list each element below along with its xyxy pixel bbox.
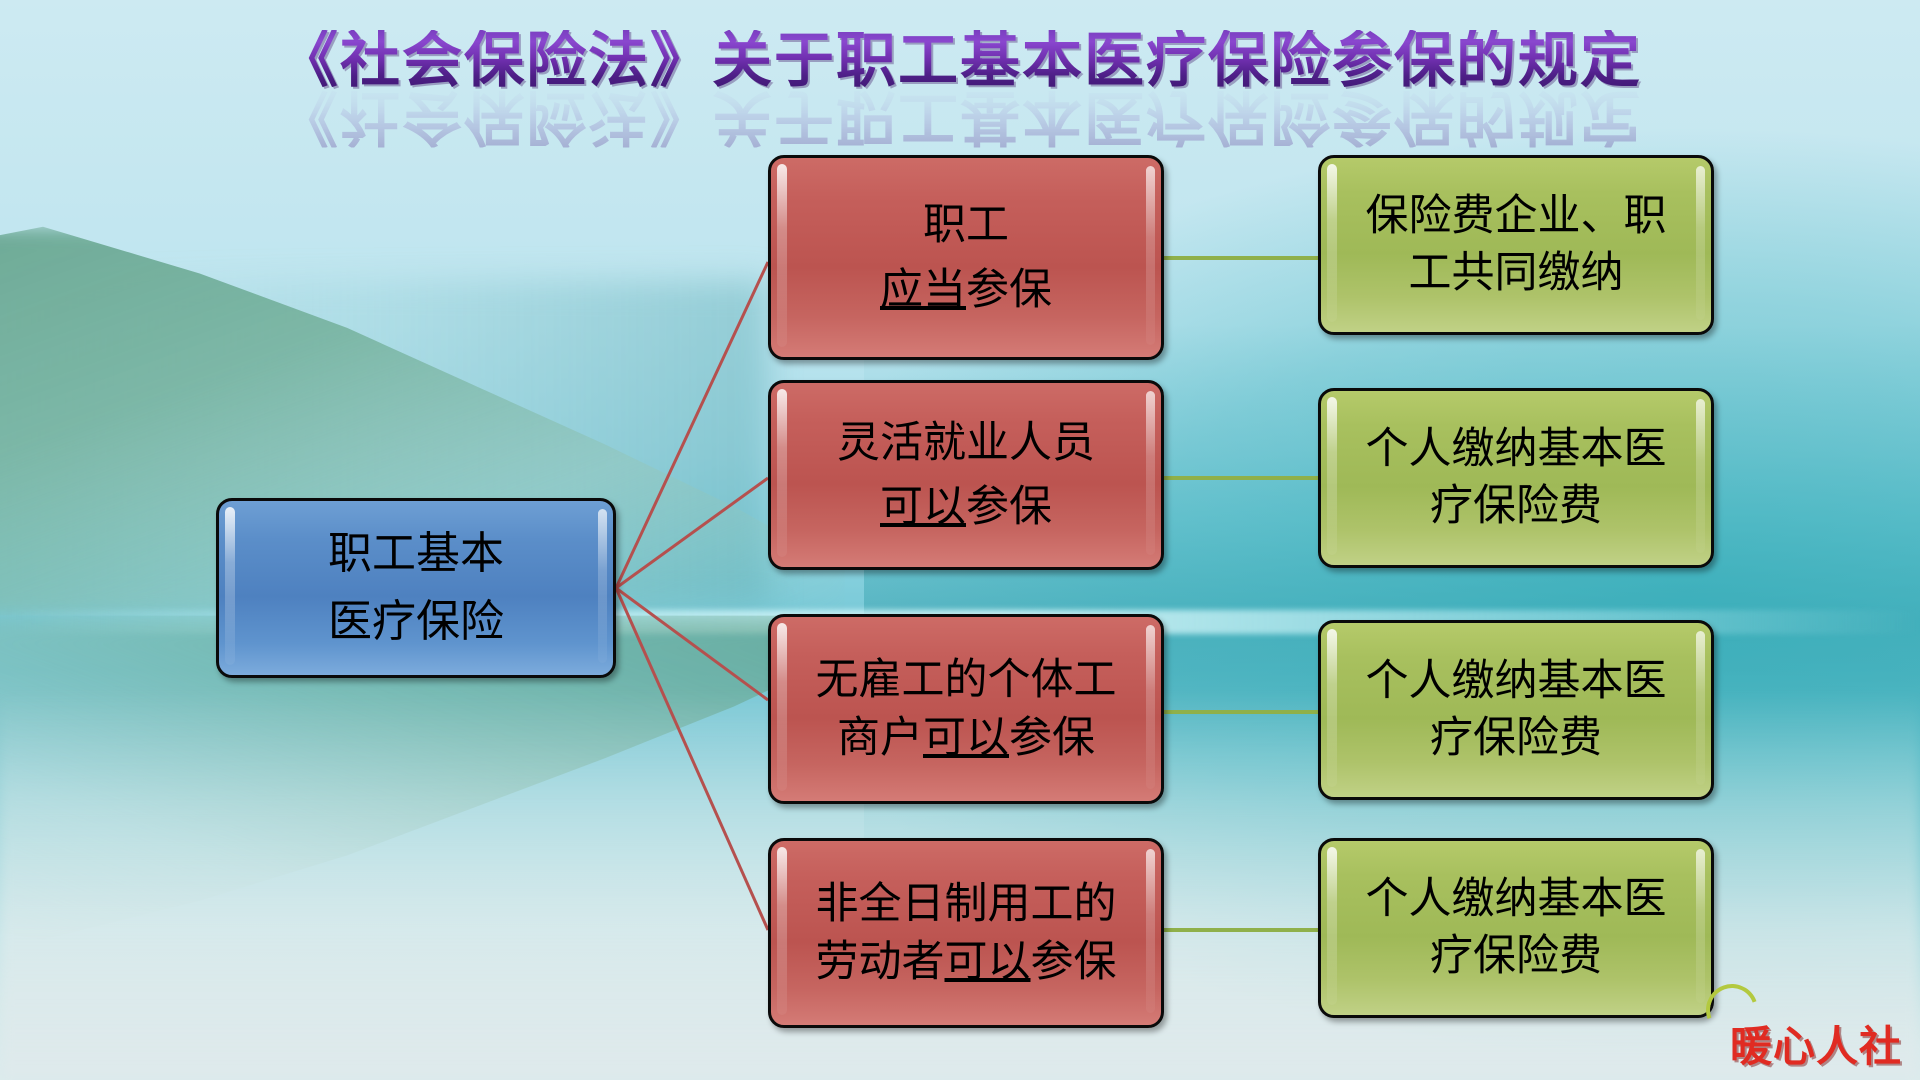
condition-node-1-line-2: 应当参保 xyxy=(880,258,1052,323)
condition-node-4-line-2-pre: 劳动者 xyxy=(815,938,945,986)
connector-root-to-condition-4 xyxy=(614,587,770,931)
root-node-line-1: 职工基本 xyxy=(328,528,504,578)
root-node-employee-basic-medical-insurance[interactable]: 职工基本 医疗保险 xyxy=(216,498,616,678)
condition-node-3-line-2: 商户可以参保 xyxy=(837,709,1095,767)
condition-node-2-line-1: 灵活就业人员 xyxy=(837,418,1095,467)
watermark-text: 暖心人社 xyxy=(1729,1025,1902,1071)
result-node-2-line-2: 疗保险费 xyxy=(1430,482,1602,530)
condition-node-2-line-2: 可以参保 xyxy=(880,475,1052,540)
condition-node-1-line-2-underlined: 应当 xyxy=(880,265,966,314)
condition-node-4-line-1: 非全日制用工的 xyxy=(815,879,1117,928)
watermark: 暖心人社 xyxy=(1697,975,1902,1074)
condition-node-2[interactable]: 灵活就业人员 可以参保 xyxy=(768,380,1164,570)
condition-node-4[interactable]: 非全日制用工的 劳动者可以参保 xyxy=(768,838,1164,1028)
condition-node-1[interactable]: 职工 应当参保 xyxy=(768,155,1164,360)
result-node-3-line-2: 疗保险费 xyxy=(1430,714,1602,762)
condition-node-2-line-2-underlined: 可以 xyxy=(880,483,966,531)
connector-root-to-condition-3 xyxy=(615,586,769,702)
root-node-line-2: 医疗保险 xyxy=(328,597,504,646)
condition-node-1-line-1: 职工 xyxy=(923,201,1009,249)
connector-group-red xyxy=(614,261,770,931)
condition-node-4-line-2-post: 参保 xyxy=(1030,938,1117,986)
condition-node-4-line-2-underlined: 可以 xyxy=(944,938,1031,986)
result-node-4-line-1: 个人缴纳基本医 xyxy=(1365,875,1667,924)
connector-root-to-condition-2 xyxy=(615,476,769,590)
result-node-1-line-1: 保险费企业、职 xyxy=(1365,192,1667,241)
condition-node-3-line-2-post: 参保 xyxy=(1009,714,1095,762)
connector-group-green xyxy=(1164,256,1318,932)
result-node-3[interactable]: 个人缴纳基本医 疗保险费 xyxy=(1318,620,1714,800)
condition-node-4-line-2: 劳动者可以参保 xyxy=(816,933,1117,991)
result-node-4[interactable]: 个人缴纳基本医 疗保险费 xyxy=(1318,838,1714,1018)
result-node-1[interactable]: 保险费企业、职 工共同缴纳 xyxy=(1318,155,1714,335)
condition-node-3-line-2-underlined: 可以 xyxy=(923,714,1009,762)
result-node-2[interactable]: 个人缴纳基本医 疗保险费 xyxy=(1318,388,1714,568)
condition-node-3[interactable]: 无雇工的个体工 商户可以参保 xyxy=(768,614,1164,804)
connector-root-to-condition-1 xyxy=(614,261,770,589)
condition-node-2-line-2-post: 参保 xyxy=(966,483,1052,531)
result-node-4-line-2: 疗保险费 xyxy=(1430,932,1602,980)
condition-node-1-line-2-post: 参保 xyxy=(966,265,1052,314)
result-node-3-line-1: 个人缴纳基本医 xyxy=(1365,657,1667,706)
condition-node-3-line-1: 无雇工的个体工 xyxy=(815,655,1117,704)
result-node-2-line-1: 个人缴纳基本医 xyxy=(1365,425,1667,474)
condition-node-3-line-2-pre: 商户 xyxy=(837,714,923,762)
result-node-1-line-2: 工共同缴纳 xyxy=(1408,249,1624,297)
